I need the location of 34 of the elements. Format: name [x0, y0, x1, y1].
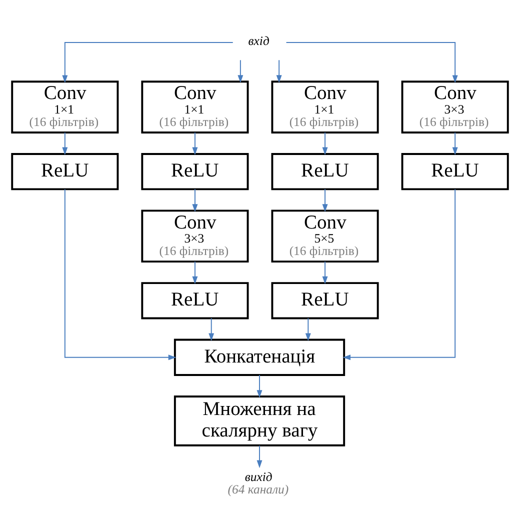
arrow	[322, 260, 328, 284]
node-box: ReLU	[401, 152, 509, 190]
node-text: вихід (64 канали)	[228, 469, 289, 496]
node-box: Conv 3×3 (16 фільтрів)	[401, 80, 509, 133]
node-box: Conv 1×1 (16 фільтрів)	[141, 80, 249, 133]
node-box: ReLU	[271, 152, 379, 190]
node-box: ReLU	[11, 152, 119, 190]
arrow	[286, 42, 458, 83]
node-box: Conv 3×3 (16 фільтрів)	[141, 209, 249, 262]
arrow	[238, 59, 244, 82]
arrow	[452, 132, 458, 155]
arrow	[256, 444, 262, 468]
arrow	[192, 132, 198, 155]
node-box: Conv 1×1 (16 фільтрів)	[11, 80, 119, 133]
node-box: Множення на скалярну вагу	[174, 395, 346, 446]
arrow	[322, 132, 328, 155]
arrow	[342, 188, 456, 360]
node-text: вхід	[248, 33, 270, 48]
node-box: Conv 5×5 (16 фільтрів)	[271, 209, 379, 262]
arrow	[208, 317, 214, 341]
arrow	[62, 132, 68, 155]
arrow	[192, 188, 198, 212]
node-box: Конкатенація	[174, 338, 346, 376]
arrow	[192, 260, 198, 284]
arrow	[64, 188, 176, 360]
arrow	[305, 317, 311, 341]
arrow	[322, 188, 328, 212]
arrow	[256, 374, 262, 398]
node-box: ReLU	[141, 152, 249, 190]
node-box: ReLU	[271, 282, 379, 319]
node-box: Conv 1×1 (16 фільтрів)	[271, 80, 379, 133]
arrow	[62, 42, 234, 83]
arrow	[276, 59, 282, 82]
node-box: ReLU	[141, 282, 249, 319]
